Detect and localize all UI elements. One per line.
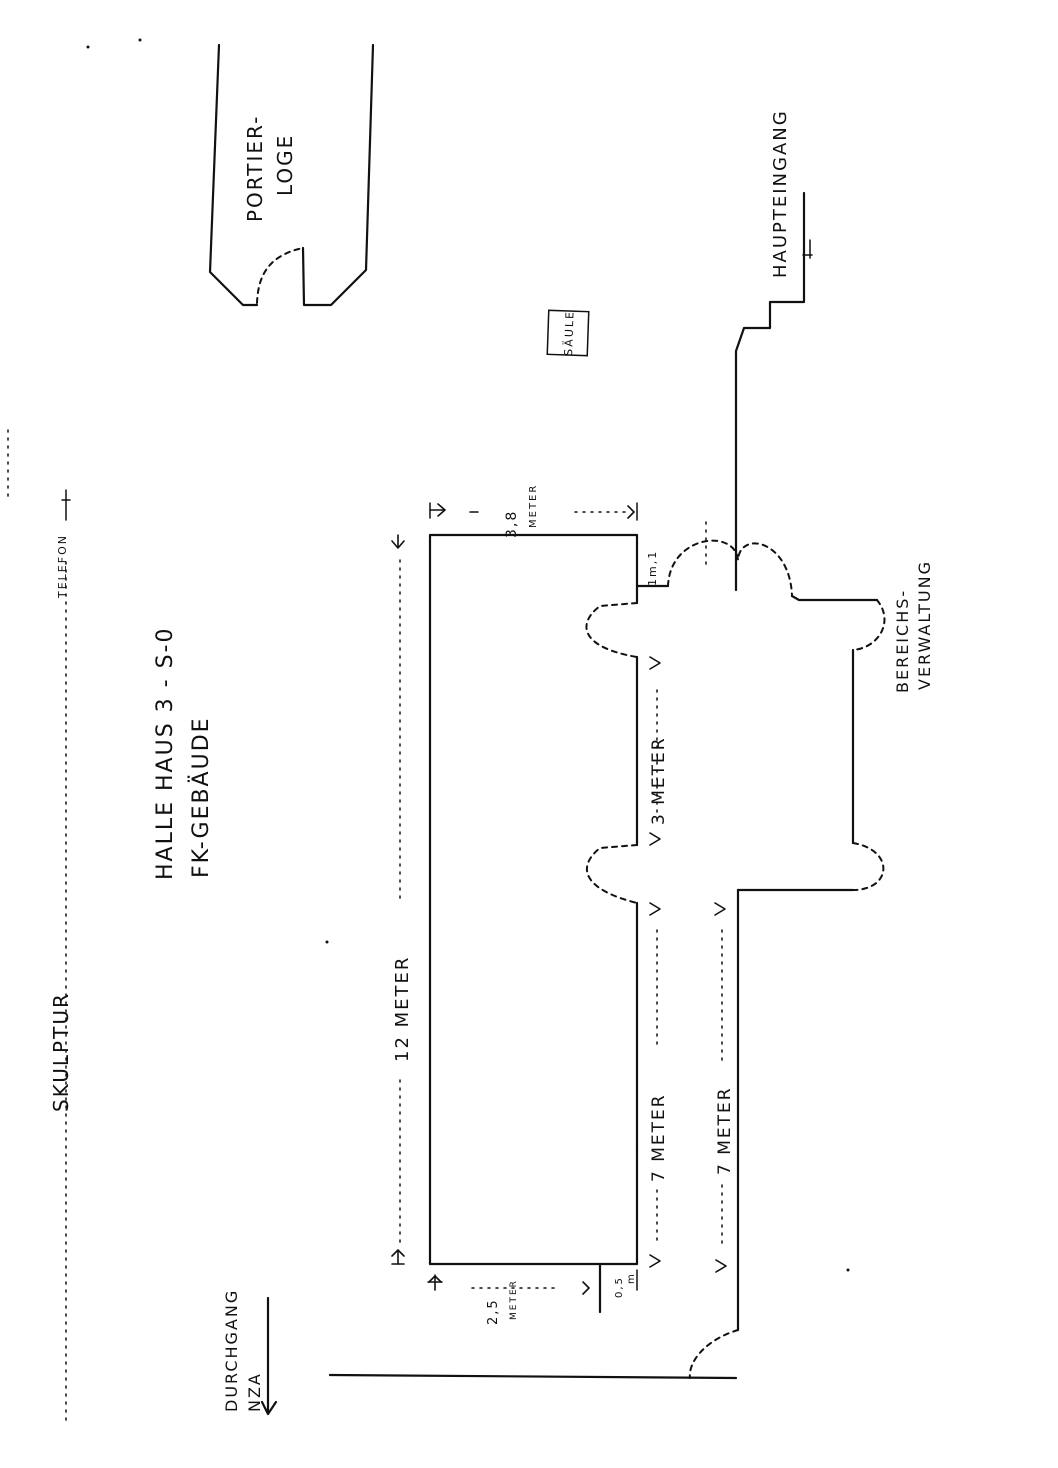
dim-text-0-5-unit: m bbox=[626, 1272, 637, 1284]
wall-notch bbox=[635, 541, 670, 605]
dimension-2-5-meter bbox=[427, 1274, 590, 1295]
dim-text-12-meter: 12 METER bbox=[392, 956, 413, 1062]
dimension-7-meter-outer bbox=[714, 902, 727, 1273]
label-telefon: TELEFON bbox=[56, 534, 69, 599]
hall-rectangle bbox=[428, 533, 639, 1266]
door-swing-upper-left bbox=[585, 602, 638, 658]
ink-speck bbox=[138, 38, 142, 42]
ink-speck bbox=[86, 45, 90, 49]
door-swing-lower-left bbox=[585, 844, 638, 904]
lower-right-wall bbox=[688, 888, 740, 1379]
passage-arrow bbox=[260, 1296, 278, 1416]
dim-text-2-5-value: 2,5 bbox=[486, 1298, 501, 1325]
dim-text-2-5-unit: METER bbox=[509, 1279, 519, 1320]
label-skulptur: SKULPTUR bbox=[49, 992, 73, 1112]
dim-text-0-5-value: 0,5 bbox=[614, 1276, 625, 1298]
dim-text-3-8-value: 3,8 bbox=[504, 510, 520, 538]
label-portier-loge-2: LOGE bbox=[273, 134, 297, 196]
label-saeule: SÄULE bbox=[562, 310, 577, 356]
ink-speck bbox=[846, 1268, 850, 1272]
label-hall-title: HALLE HAUS 3 - S-0 bbox=[153, 627, 178, 880]
door-swing-corridor-top bbox=[667, 539, 793, 597]
left-dotted-wall bbox=[7, 429, 71, 1421]
label-portier-loge-1: PORTIER- bbox=[243, 115, 267, 222]
label-nza: NZA bbox=[245, 1372, 264, 1412]
dim-text-7-meter-outer: 7 METER bbox=[715, 1086, 735, 1175]
bottom-wall bbox=[328, 1373, 738, 1380]
label-hall-subtitle: FK-GEBÄUDE bbox=[188, 716, 214, 878]
dim-text-7-meter-inner: 7 METER bbox=[649, 1093, 669, 1182]
dimension-3-8-meter bbox=[429, 502, 638, 521]
column-saeule bbox=[546, 309, 590, 357]
dim-text-3-meter: 3 METER bbox=[649, 736, 669, 825]
dimension-7-meter-inner bbox=[649, 902, 661, 1268]
dim-text-3-8-unit: METER bbox=[528, 484, 539, 528]
dimension-3-meter bbox=[649, 656, 661, 846]
dimension-12-meter bbox=[391, 534, 405, 1265]
main-entrance-wall bbox=[734, 191, 813, 592]
administration-room bbox=[736, 594, 886, 892]
label-haupteingang: HAUPTEINGANG bbox=[770, 109, 791, 278]
label-bereichsverwaltung-2: VERWALTUNG bbox=[915, 560, 934, 690]
dim-text-1m1: 1m,1 bbox=[646, 550, 659, 586]
ink-speck bbox=[325, 940, 329, 944]
portier-loge-room bbox=[208, 43, 375, 307]
label-bereichsverwaltung-1: BEREICHS- bbox=[893, 589, 912, 693]
label-durchgang: DURCHGANG bbox=[222, 1289, 241, 1412]
